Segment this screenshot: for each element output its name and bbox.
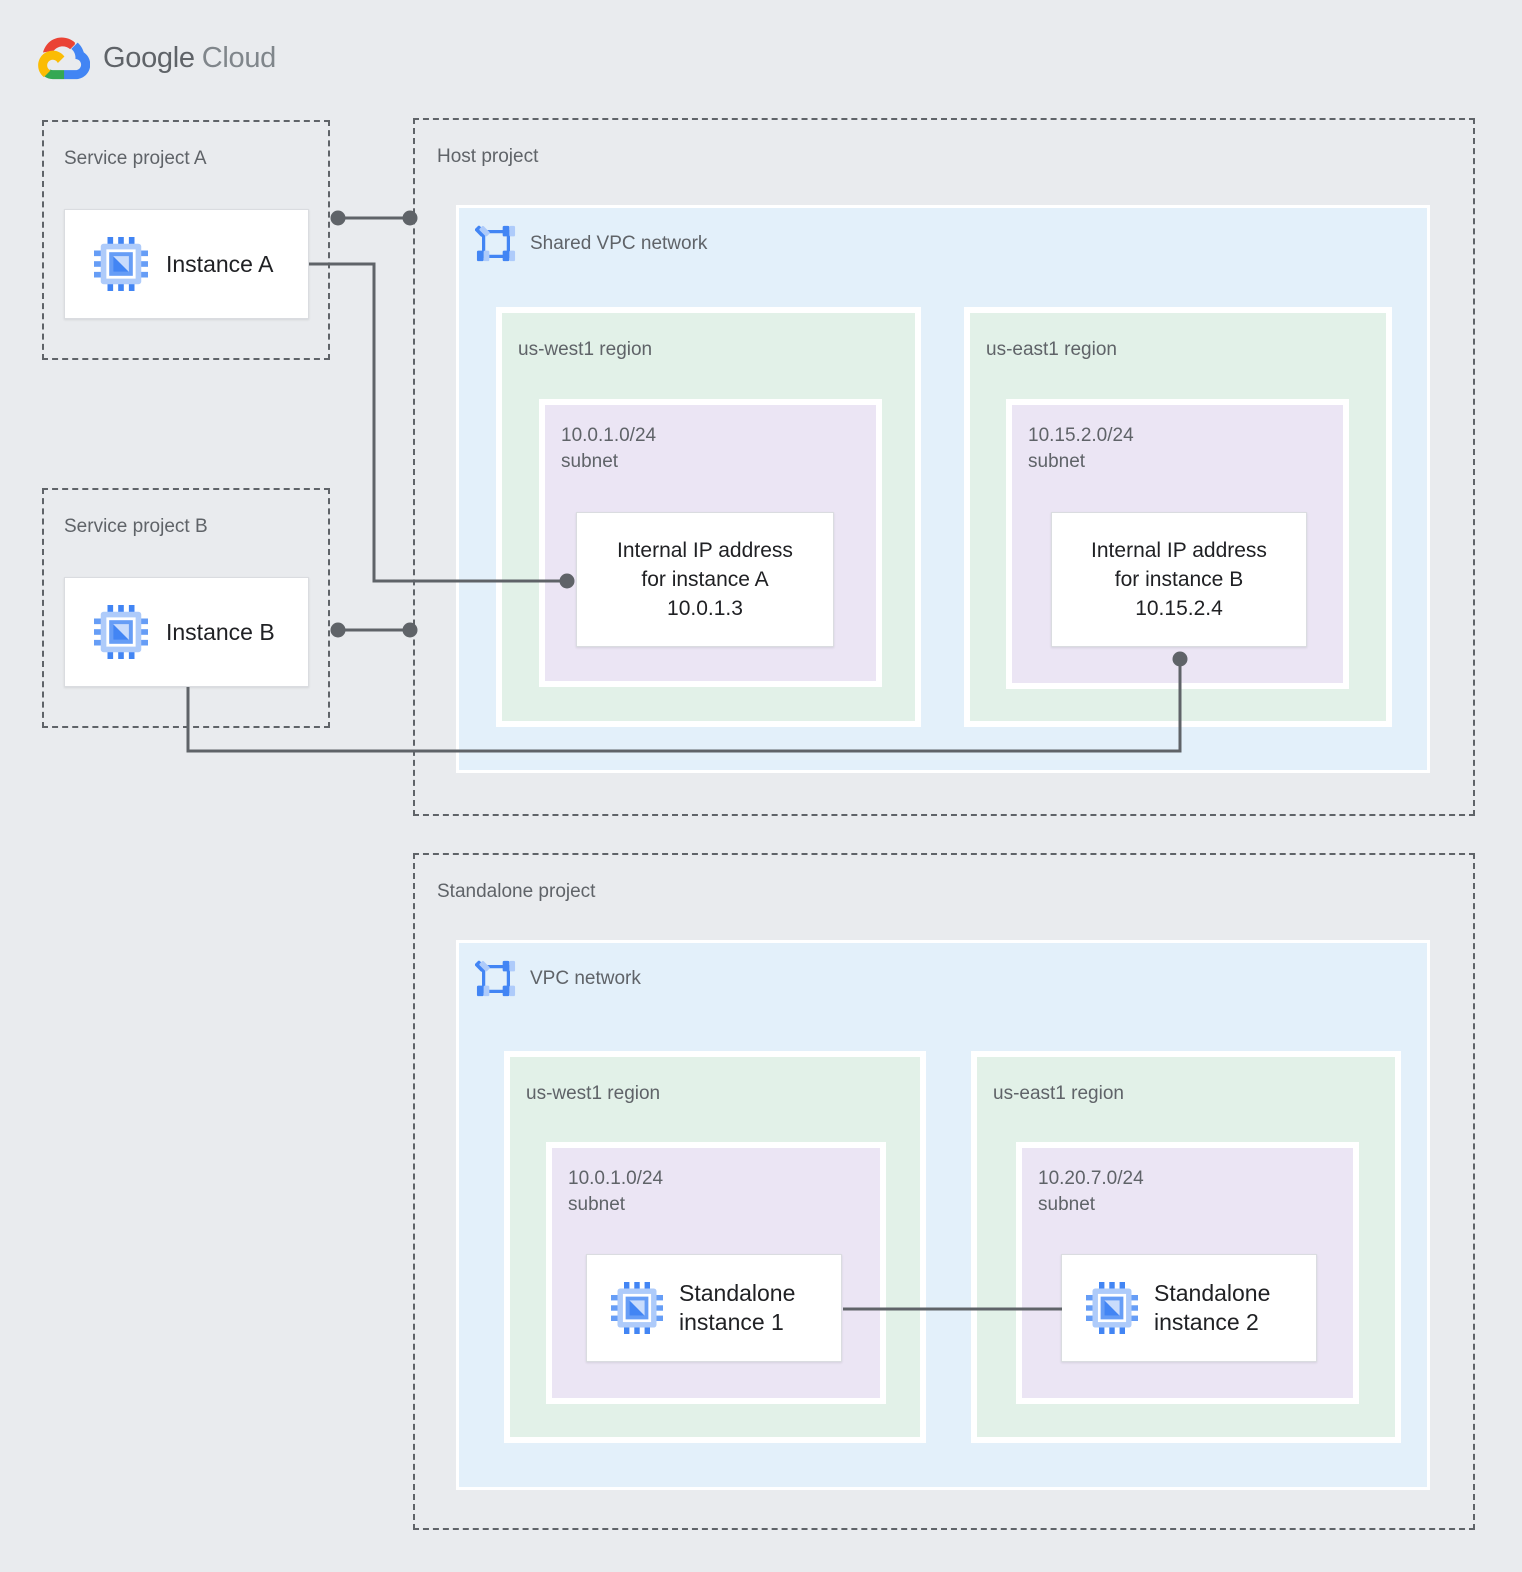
host-subnet-us-west1: 10.0.1.0/24 subnet Internal IP address f… — [539, 399, 882, 687]
instance-b-card: Instance B — [64, 577, 309, 687]
standalone-subnet-us-east1-label: 10.20.7.0/24 subnet — [1038, 1166, 1144, 1218]
chip-icon — [94, 237, 148, 291]
logo-word-cloud: Cloud — [201, 41, 277, 74]
subnet-word: subnet — [1028, 451, 1086, 472]
instance-a-card: Instance A — [64, 209, 309, 319]
logo-word-google: Google — [103, 41, 195, 74]
instance-b-label: Instance B — [166, 618, 275, 645]
instance-a-label: Instance A — [166, 250, 274, 277]
ip-box-line: 10.0.1.3 — [667, 597, 743, 620]
standalone-instance-2-label: Standalone instance 2 — [1154, 1279, 1270, 1337]
host-project-box: Host project — [413, 118, 1475, 816]
host-subnet-us-east1: 10.15.2.0/24 subnet Internal IP address … — [1006, 399, 1349, 689]
host-region-us-east1-label: us-east1 region — [986, 339, 1117, 360]
standalone-subnet-us-east1: 10.20.7.0/24 subnet — [1016, 1142, 1359, 1404]
service-project-a-title: Service project A — [64, 148, 207, 169]
standalone-instance-2-card: Standalone instance 2 — [1061, 1254, 1317, 1362]
service-project-b-box: Service project B — [42, 488, 330, 728]
subnet-cidr: 10.0.1.0/24 — [561, 425, 657, 446]
service-project-b-title: Service project B — [64, 516, 208, 537]
standalone-project-box: Standalone project — [413, 853, 1475, 1530]
subnet-cidr: 10.20.7.0/24 — [1038, 1168, 1144, 1189]
chip-icon — [1086, 1282, 1138, 1334]
internal-ip-instance-b-box: Internal IP address for instance B 10.15… — [1051, 512, 1307, 647]
standalone-subnet-us-west1-label: 10.0.1.0/24 subnet — [568, 1166, 663, 1218]
subnet-word: subnet — [1038, 1194, 1096, 1215]
ip-box-line: Internal IP address — [1091, 539, 1267, 562]
standalone-instance-1-label: Standalone instance 1 — [679, 1279, 795, 1337]
standalone-region-us-east1-label: us-east1 region — [993, 1083, 1124, 1104]
shared-vpc-network-header: Shared VPC network — [475, 224, 707, 264]
standalone-project-title: Standalone project — [437, 881, 596, 902]
standalone-subnet-us-west1: 10.0.1.0/24 subnet — [546, 1142, 886, 1404]
subnet-cidr: 10.0.1.0/24 — [568, 1168, 664, 1189]
host-region-us-east1: us-east1 region 10.15.2.0/24 subnet Inte… — [964, 307, 1392, 727]
connector-dot — [330, 622, 346, 638]
subnet-word: subnet — [568, 1194, 626, 1215]
host-project-title: Host project — [437, 146, 539, 167]
connector-dot — [330, 210, 346, 226]
standalone-region-us-west1: us-west1 region 10.0.1.0/24 subnet — [504, 1051, 926, 1443]
host-region-us-west1: us-west1 region 10.0.1.0/24 subnet Inter… — [496, 307, 921, 727]
ip-box-line: 10.15.2.4 — [1135, 597, 1223, 620]
chip-icon — [611, 1282, 663, 1334]
vpc-icon — [475, 959, 517, 999]
host-subnet-us-east1-label: 10.15.2.0/24 subnet — [1028, 423, 1134, 475]
ip-box-line: for instance B — [1114, 568, 1244, 591]
ip-box-line: for instance A — [641, 568, 769, 591]
vpc-icon — [475, 224, 517, 264]
subnet-cidr: 10.15.2.0/24 — [1028, 425, 1134, 446]
vpc-network-panel: VPC network us-west1 region 10.0.1.0/24 … — [456, 940, 1430, 1490]
instance-line: instance 1 — [679, 1309, 784, 1335]
internal-ip-instance-a-box: Internal IP address for instance A 10.0.… — [576, 512, 834, 647]
service-project-a-box: Service project A — [42, 120, 330, 360]
host-subnet-us-west1-label: 10.0.1.0/24 subnet — [561, 423, 656, 475]
instance-line: instance 2 — [1154, 1309, 1259, 1335]
chip-icon — [94, 605, 148, 659]
subnet-word: subnet — [561, 451, 619, 472]
instance-line: Standalone — [1154, 1280, 1271, 1306]
shared-vpc-network-label: Shared VPC network — [530, 233, 708, 254]
instance-line: Standalone — [679, 1280, 796, 1306]
vpc-network-header: VPC network — [475, 959, 641, 999]
ip-box-line: Internal IP address — [617, 539, 793, 562]
google-cloud-cloud-icon — [37, 36, 90, 80]
shared-vpc-network-panel: Shared VPC network us-west1 region 10.0.… — [456, 205, 1430, 773]
host-region-us-west1-label: us-west1 region — [518, 339, 653, 360]
standalone-instance-1-card: Standalone instance 1 — [586, 1254, 842, 1362]
standalone-region-us-west1-label: us-west1 region — [526, 1083, 661, 1104]
vpc-network-label: VPC network — [530, 968, 641, 989]
standalone-region-us-east1: us-east1 region 10.20.7.0/24 subnet — [971, 1051, 1401, 1443]
